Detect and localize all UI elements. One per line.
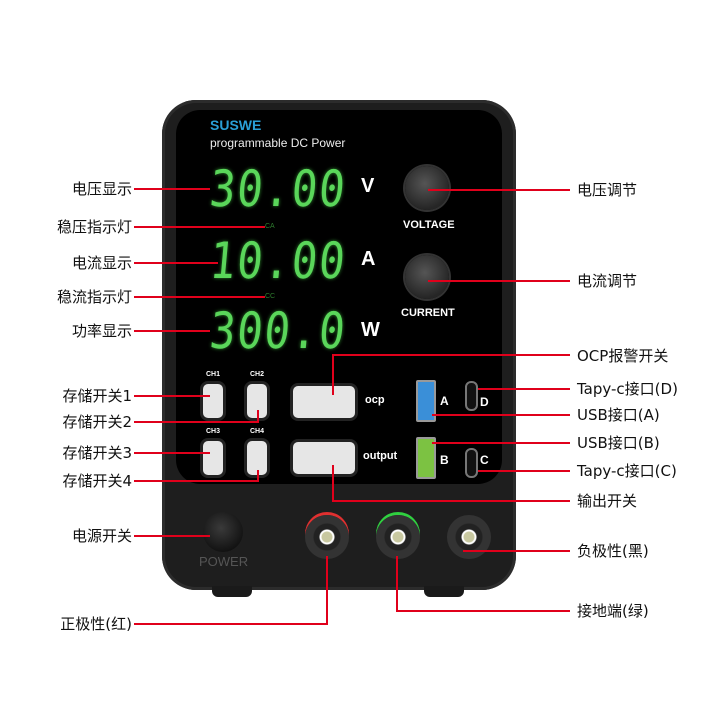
current-unit: A bbox=[361, 248, 376, 270]
product-subtitle: programmable DC Power bbox=[210, 136, 346, 150]
voltage-knob-label: VOLTAGE bbox=[403, 219, 455, 231]
ch1-button[interactable] bbox=[203, 384, 223, 418]
annotation-ground: 接地端(绿) bbox=[577, 602, 649, 620]
ch3-label: CH3 bbox=[206, 428, 221, 435]
brand-logo: SUSWE bbox=[210, 117, 262, 133]
port-a-label: A bbox=[440, 394, 449, 408]
annotation-power-display: 功率显示 bbox=[71, 322, 132, 340]
output-button[interactable] bbox=[293, 442, 355, 474]
ch4-button[interactable] bbox=[247, 441, 267, 475]
annotation-positive: 正极性(红) bbox=[60, 615, 132, 633]
ocp-button[interactable] bbox=[293, 386, 355, 418]
usb-a-port[interactable] bbox=[416, 380, 436, 422]
port-c-label: C bbox=[480, 453, 489, 467]
device-foot bbox=[424, 586, 464, 597]
ch2-button[interactable] bbox=[247, 384, 267, 418]
power-label: POWER bbox=[199, 554, 249, 569]
positive-terminal[interactable] bbox=[305, 515, 349, 559]
annotation-power-switch: 电源开关 bbox=[71, 527, 132, 545]
current-knob-label: CURRENT bbox=[401, 307, 455, 319]
annotation-usb-a: USB接口(A) bbox=[577, 406, 660, 424]
annotation-ocp: OCP报警开关 bbox=[577, 347, 669, 365]
annotation-ch1: 存储开关1 bbox=[62, 387, 132, 405]
cc-indicator: CC bbox=[265, 293, 276, 300]
annotation-usb-b: USB接口(B) bbox=[577, 434, 660, 452]
device-foot bbox=[212, 586, 252, 597]
ch1-label: CH1 bbox=[206, 371, 221, 378]
cv-indicator: CA bbox=[265, 223, 275, 230]
port-d-label: D bbox=[480, 395, 489, 409]
annotation-current-knob: 电流调节 bbox=[577, 272, 638, 290]
annotation-output: 输出开关 bbox=[577, 492, 638, 510]
voltage-knob[interactable] bbox=[405, 166, 449, 210]
ch3-button[interactable] bbox=[203, 441, 223, 475]
ch4-label: CH4 bbox=[250, 428, 265, 435]
annotation-ch2: 存储开关2 bbox=[62, 413, 132, 431]
power-button[interactable] bbox=[203, 512, 243, 552]
annotation-cv-indicator: 稳压指示灯 bbox=[56, 218, 132, 236]
current-knob[interactable] bbox=[405, 255, 449, 299]
annotation-type-c-c: Tapy-c接口(C) bbox=[577, 462, 677, 480]
annotation-ch3: 存储开关3 bbox=[62, 444, 132, 462]
annotation-type-c-d: Tapy-c接口(D) bbox=[577, 380, 678, 398]
voltage-unit: V bbox=[361, 175, 375, 197]
ground-terminal[interactable] bbox=[376, 515, 420, 559]
annotation-cc-indicator: 稳流指示灯 bbox=[56, 288, 132, 306]
output-label: output bbox=[363, 450, 398, 462]
annotation-voltage-knob: 电压调节 bbox=[577, 181, 638, 199]
annotation-voltage-display: 电压显示 bbox=[71, 180, 132, 198]
ch2-label: CH2 bbox=[250, 371, 265, 378]
annotation-ch4: 存储开关4 bbox=[62, 472, 132, 490]
usb-b-port[interactable] bbox=[416, 437, 436, 479]
ocp-label: ocp bbox=[365, 394, 385, 406]
annotation-negative: 负极性(黑) bbox=[577, 542, 649, 560]
type-c-c-port[interactable] bbox=[465, 448, 478, 478]
type-c-d-port[interactable] bbox=[465, 381, 478, 411]
port-b-label: B bbox=[440, 453, 449, 467]
annotation-current-display: 电流显示 bbox=[71, 254, 132, 272]
power-unit: W bbox=[361, 319, 380, 341]
